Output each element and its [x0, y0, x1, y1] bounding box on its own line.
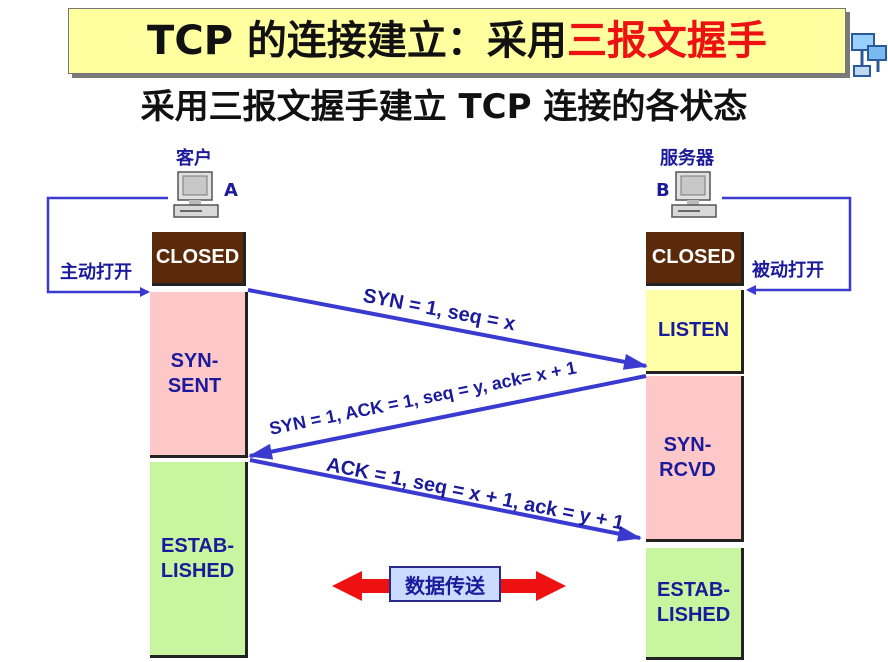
- subtitle: 采用三报文握手建立 TCP 连接的各状态: [140, 87, 748, 127]
- message-arrow-syn: [247, 288, 648, 370]
- client-open-label: 主动打开: [60, 262, 132, 283]
- title-highlight: 三报文握手: [566, 18, 767, 64]
- network-icon: [851, 33, 887, 77]
- data-transfer-label: 数据传送: [389, 566, 501, 602]
- title-prefix: TCP 的连接建立：采用: [147, 18, 567, 64]
- client-computer-icon: [173, 171, 219, 218]
- server-state-listen: LISTEN: [646, 290, 744, 374]
- message-label-ack: ACK = 1, seq = x + 1, ack = y + 1: [324, 454, 625, 535]
- client-state-closed: CLOSED: [152, 232, 246, 286]
- server-state-closed: CLOSED: [646, 232, 744, 286]
- page-title: TCP 的连接建立：采用三报文握手: [69, 9, 845, 73]
- client-open-loop: [46, 196, 168, 297]
- server-label: 服务器: [660, 148, 714, 169]
- client-state-established: ESTAB- LISHED: [150, 462, 248, 658]
- message-arrow-ack: [249, 458, 642, 542]
- client-label: 客户: [176, 148, 212, 169]
- client-state-syn-sent: SYN- SENT: [150, 292, 248, 458]
- title-banner: TCP 的连接建立：采用三报文握手: [68, 8, 846, 74]
- server-open-label: 被动打开: [752, 260, 824, 281]
- server-computer-icon: [671, 171, 717, 218]
- server-open-loop: [722, 196, 852, 295]
- server-state-established: ESTAB- LISHED: [646, 548, 744, 660]
- server-state-syn-rcvd: SYN- RCVD: [646, 376, 744, 542]
- server-letter: B: [656, 180, 670, 201]
- client-letter: A: [224, 180, 238, 201]
- message-arrow-syn-ack: [248, 374, 647, 460]
